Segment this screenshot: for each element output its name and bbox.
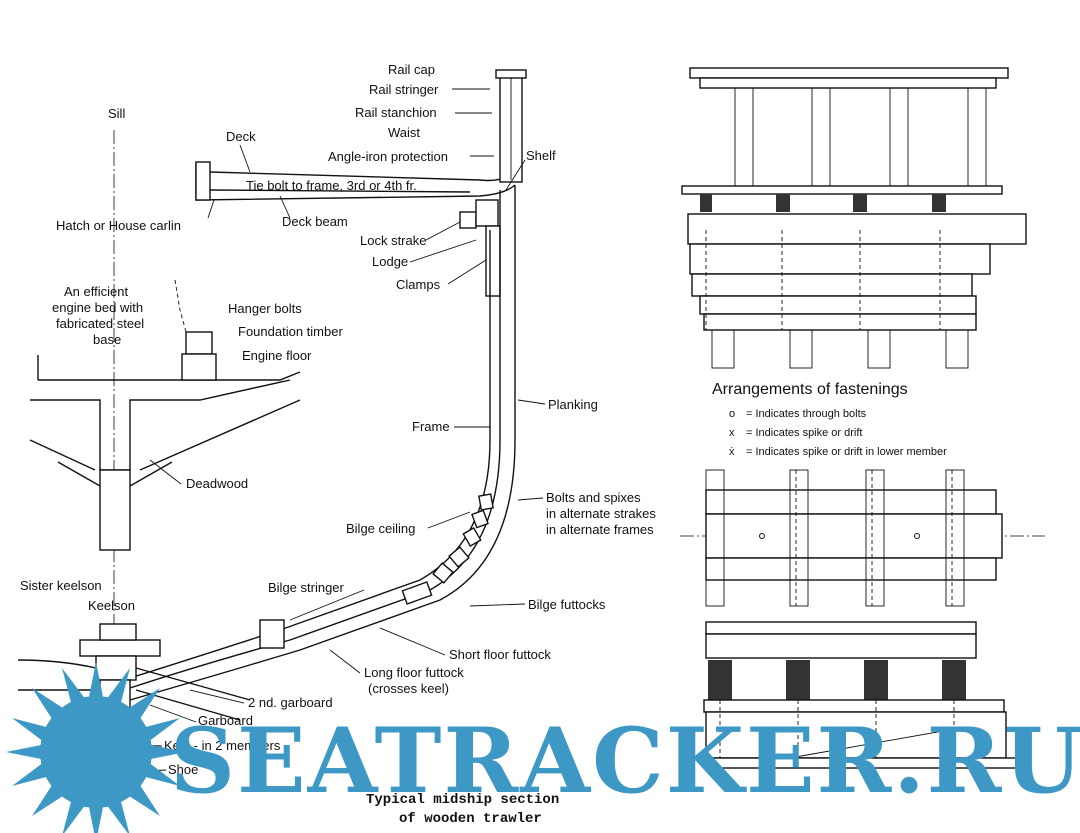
legend-text-spike: = Indicates spike or drift	[746, 427, 862, 439]
label-sill: Sill	[108, 106, 125, 121]
label-lodge: Lodge	[372, 254, 408, 269]
label-bolts-2: in alternate strakes	[546, 506, 656, 521]
caption-line-2: of wooden trawler	[399, 811, 542, 827]
watermark-text: SEATRACKER.RU	[170, 708, 1080, 814]
label-long-floor-2: (crosses keel)	[368, 681, 449, 696]
fastening-bottom-view	[703, 621, 1029, 769]
sunburst-logo-icon	[6, 662, 186, 833]
label-bilge-ceiling: Bilge ceiling	[346, 521, 415, 536]
section-labels: Rail cap Rail stringer Rail stanchion Wa…	[20, 62, 656, 777]
leader-lines	[131, 88, 546, 773]
label-engine-bed-3: fabricated steel	[56, 316, 144, 331]
label-lock-strake: Lock strake	[360, 233, 426, 248]
label-rail-stanchion: Rail stanchion	[355, 105, 437, 120]
label-bilge-stringer: Bilge stringer	[268, 580, 345, 595]
fastenings-legend: o = Indicates through bolts x = Indicate…	[729, 408, 947, 458]
label-hanger-bolts: Hanger bolts	[228, 301, 302, 316]
label-keelson: Keelson	[88, 598, 135, 613]
label-shoe: Shoe	[168, 762, 198, 777]
label-keel: Keel - in 2 members	[164, 738, 281, 753]
fastening-plan-view	[680, 469, 1045, 607]
label-hatch-carlin: Hatch or House carlin	[56, 218, 181, 233]
label-rail-stringer: Rail stringer	[369, 82, 439, 97]
label-garboard: Garboard	[198, 713, 253, 728]
label-engine-bed-4: base	[93, 332, 121, 347]
label-clamps: Clamps	[396, 277, 441, 292]
label-engine-bed-1: An efficient	[64, 284, 128, 299]
legend-symbol-bolt: o	[729, 408, 735, 420]
label-long-floor-1: Long floor futtock	[364, 665, 464, 680]
caption-line-1: Typical midship section	[366, 792, 559, 808]
fastenings-title: Arrangements of fastenings	[712, 381, 908, 398]
label-waist: Waist	[388, 125, 420, 140]
label-bolts-3: in alternate frames	[546, 522, 654, 537]
legend-text-bolt: = Indicates through bolts	[746, 408, 867, 420]
label-sister-keelson: Sister keelson	[20, 578, 102, 593]
label-planking: Planking	[548, 397, 598, 412]
label-rail-cap: Rail cap	[388, 62, 435, 77]
seatracker-watermark: SEATRACKER.RU	[6, 662, 1080, 833]
legend-symbol-spike: x	[729, 427, 735, 439]
label-frame: Frame	[412, 419, 450, 434]
label-foundation-timber: Foundation timber	[238, 324, 343, 339]
label-bilge-futtocks: Bilge futtocks	[528, 597, 606, 612]
label-short-floor: Short floor futtock	[449, 647, 551, 662]
label-deadwood: Deadwood	[186, 476, 248, 491]
fastening-top-view	[681, 67, 1027, 369]
label-tie-bolt: Tie bolt to frame, 3rd or 4th fr.	[246, 178, 417, 193]
midship-section	[17, 69, 527, 790]
legend-symbol-spike-lower: ẋ	[729, 446, 735, 458]
label-engine-bed-2: engine bed with	[52, 300, 143, 315]
label-shelf: Shelf	[526, 148, 556, 163]
label-bolts-1: Bolts and spixes	[546, 490, 641, 505]
engine-bed	[29, 279, 301, 551]
legend-text-spike-lower: = Indicates spike or drift in lower memb…	[746, 446, 947, 458]
label-deck-beam: Deck beam	[282, 214, 348, 229]
bilge-ceiling-blocks	[401, 493, 494, 605]
label-engine-floor: Engine floor	[242, 348, 312, 363]
label-deck: Deck	[226, 129, 256, 144]
label-garboard-2nd: 2 nd. garboard	[248, 695, 333, 710]
label-angle-iron: Angle-iron protection	[328, 149, 448, 164]
